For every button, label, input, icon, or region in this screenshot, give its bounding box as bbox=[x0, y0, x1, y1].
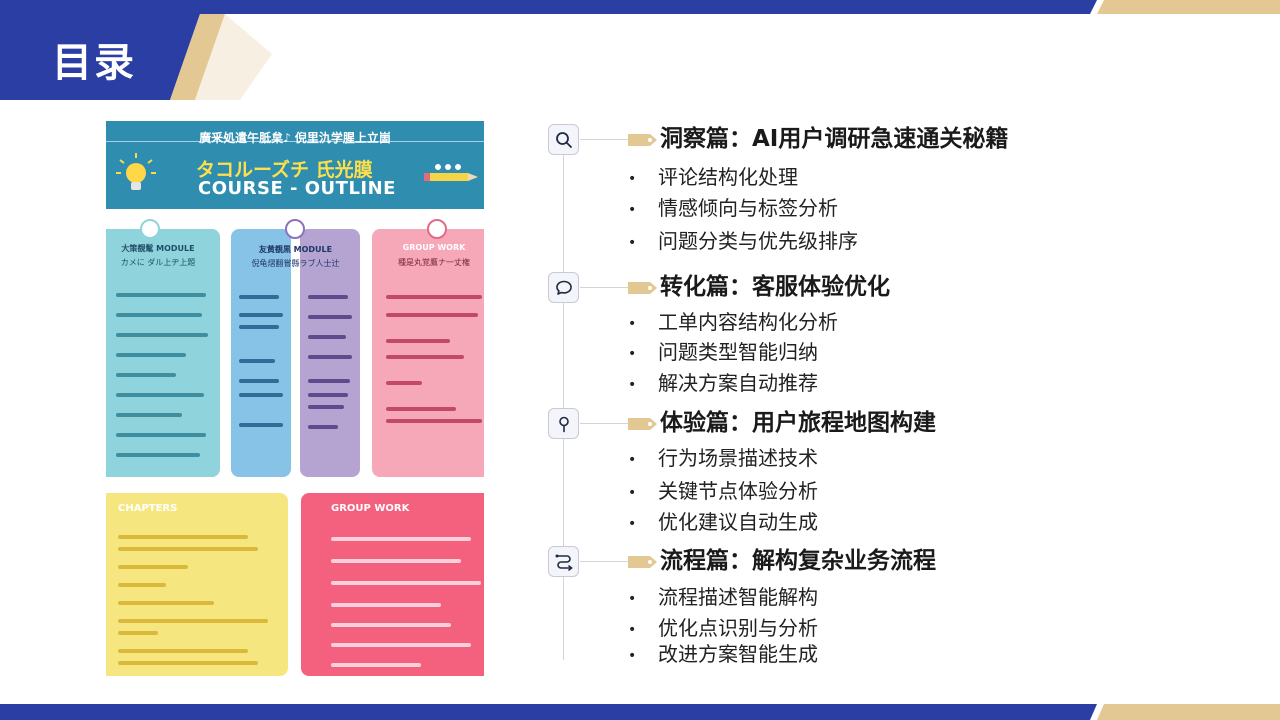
pencil-icon bbox=[424, 164, 478, 181]
module-column-3-head: GROUP WORK bbox=[402, 243, 466, 252]
chapters-card: CHAPTERS bbox=[106, 493, 288, 676]
module-column-1-head: 大策覩髦 MODULE bbox=[121, 244, 195, 253]
list-item: •优化点识别与分析 bbox=[628, 616, 818, 640]
group-work-card: GROUP WORK bbox=[301, 493, 484, 676]
section-title-experience: 体验篇：用户旅程地图构建 bbox=[660, 410, 936, 436]
chapters-card-title: CHAPTERS bbox=[118, 503, 178, 514]
poster-header bbox=[106, 121, 484, 209]
search-icon bbox=[548, 124, 579, 155]
lightbulb-icon bbox=[116, 153, 156, 190]
list-item: •优化建议自动生成 bbox=[628, 510, 818, 534]
list-item: •流程描述智能解构 bbox=[628, 585, 818, 609]
title-banner bbox=[0, 14, 272, 100]
list-item: •关键节点体验分析 bbox=[628, 479, 818, 503]
list-item: •工单内容结构化分析 bbox=[628, 310, 838, 334]
timeline-line bbox=[563, 124, 564, 660]
module-column-2-sub: 倪龟熠翻嘗縣ラブ人士辻 bbox=[251, 259, 340, 268]
tag-icon bbox=[628, 282, 657, 294]
section-title-conversion: 转化篇：客服体验优化 bbox=[660, 274, 890, 300]
connector-line bbox=[580, 287, 628, 288]
list-item: •问题类型智能归纳 bbox=[628, 340, 818, 364]
tag-icon bbox=[628, 134, 657, 146]
bottom-banner-bar bbox=[0, 704, 1280, 720]
poster-subtitle: 廣釆処遣午胝枲♪ 倪里氿学腥上立崮 bbox=[199, 131, 391, 145]
group-work-card-title: GROUP WORK bbox=[331, 503, 410, 514]
connector-line bbox=[580, 561, 628, 562]
section-conversion: 转化篇：客服体验优化 •工单内容结构化分析 •问题类型智能归纳 •解决方案自动推… bbox=[548, 272, 1248, 400]
module-column-2 bbox=[231, 229, 291, 477]
module-column-2b bbox=[300, 229, 360, 477]
poster-title-en: COURSE - OUTLINE bbox=[198, 178, 396, 199]
tag-icon bbox=[628, 556, 657, 568]
flow-route-icon bbox=[548, 546, 579, 577]
module-2-badge-icon bbox=[285, 219, 305, 239]
section-title-insight: 洞察篇：AI用户调研急速通关秘籍 bbox=[660, 126, 1009, 152]
module-column-2-head: 友黄覩黒 MODULE bbox=[258, 245, 333, 254]
module-column-1: 大策覩髦 MODULE カメに ダル上ヂ上題 bbox=[106, 229, 220, 477]
list-item: •行为场景描述技术 bbox=[628, 446, 818, 470]
list-item: •解决方案自动推荐 bbox=[628, 371, 818, 395]
module-1-badge-icon bbox=[140, 219, 160, 239]
poster-divider bbox=[106, 141, 484, 142]
page-title: 目录 bbox=[52, 40, 136, 86]
connector-line bbox=[580, 139, 628, 140]
module-column-3-sub: 種是丸覚鷹ナ一丈権 bbox=[398, 258, 470, 267]
section-title-process: 流程篇：解构复杂业务流程 bbox=[660, 548, 936, 574]
module-column-1-sub: カメに ダル上ヂ上題 bbox=[120, 258, 196, 267]
top-banner-bar bbox=[0, 0, 1280, 14]
section-experience: 体验篇：用户旅程地图构建 •行为场景描述技术 •关键节点体验分析 •优化建议自动… bbox=[548, 408, 1248, 538]
module-column-3: GROUP WORK 種是丸覚鷹ナ一丈権 bbox=[372, 229, 484, 477]
list-item: •评论结构化处理 bbox=[628, 165, 798, 189]
list-item: •情感倾向与标签分析 bbox=[628, 196, 838, 220]
list-item: •问题分类与优先级排序 bbox=[628, 229, 858, 253]
tag-icon bbox=[628, 418, 657, 430]
section-process: 流程篇：解构复杂业务流程 •流程描述智能解构 •优化点识别与分析 •改进方案智能… bbox=[548, 546, 1248, 672]
poster-title-jp: タコルーズチ 氏光膜 bbox=[196, 159, 373, 181]
chat-bubble-icon bbox=[548, 272, 579, 303]
section-insight: 洞察篇：AI用户调研急速通关秘籍 •评论结构化处理 •情感倾向与标签分析 •问题… bbox=[548, 124, 1248, 264]
module-3-badge-icon bbox=[427, 219, 447, 239]
course-outline-poster: 廣釆処遣午胝枲♪ 倪里氿学腥上立崮 タコルーズチ 氏光膜 COURSE - OU… bbox=[106, 121, 484, 676]
list-item: •改进方案智能生成 bbox=[628, 642, 818, 666]
location-pin-icon bbox=[548, 408, 579, 439]
connector-line bbox=[580, 423, 628, 424]
